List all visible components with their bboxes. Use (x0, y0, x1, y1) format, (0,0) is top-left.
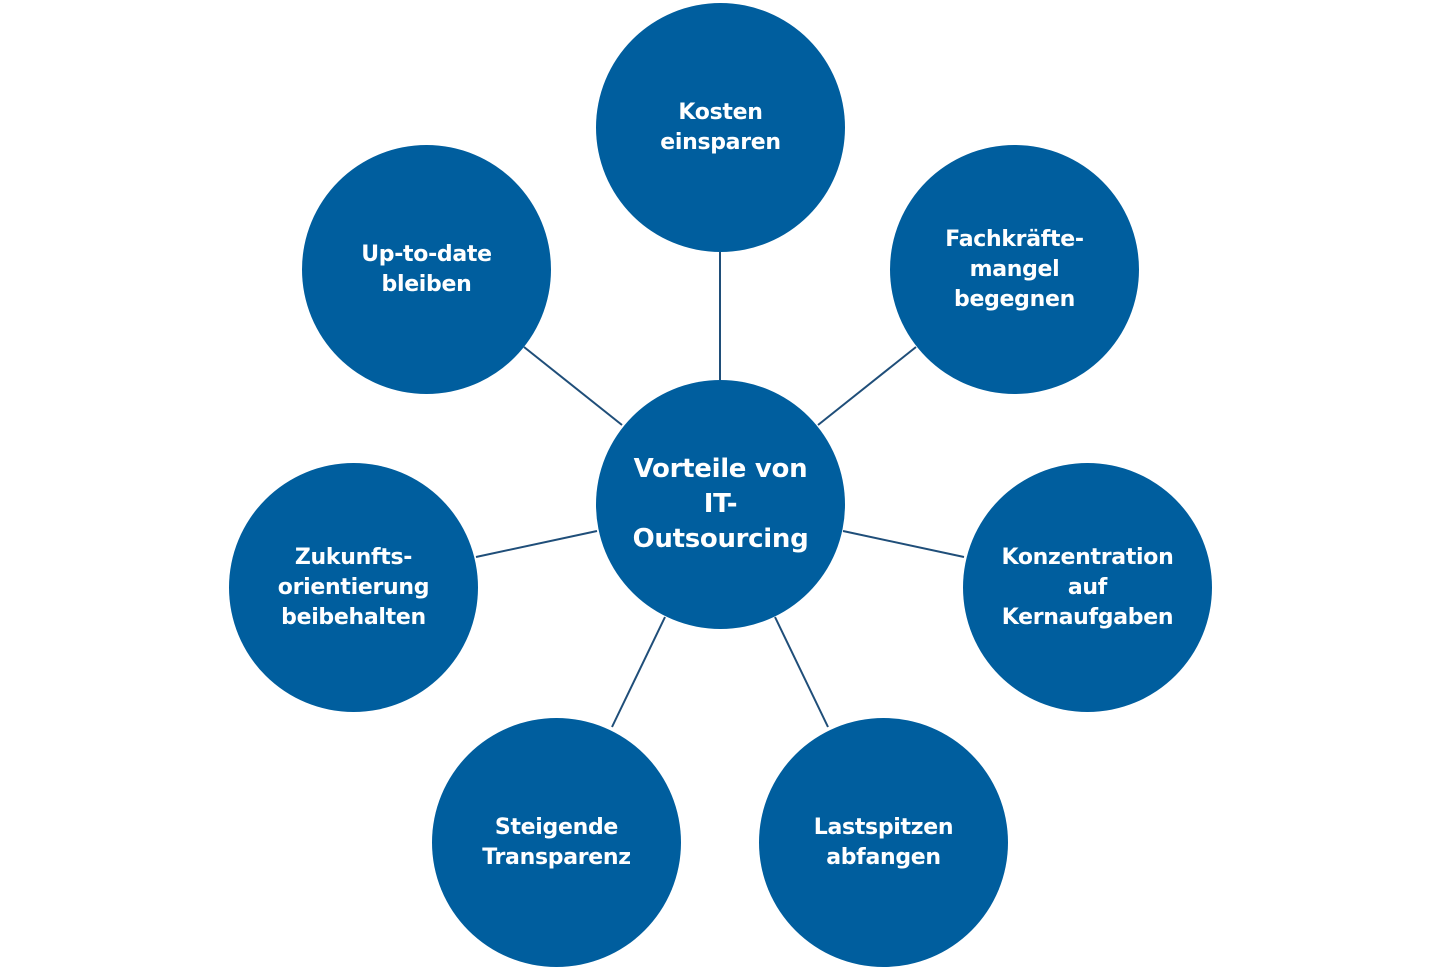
node-up-to-date: Up-to-date bleiben (302, 145, 551, 394)
link-fachkraefte (817, 346, 917, 426)
node-konzentration: Konzentration auf Kernaufgaben (963, 463, 1212, 712)
node-label: Fachkräfte- mangel begegnen (945, 226, 1084, 312)
node-lastspitzen: Lastspitzen abfangen (759, 718, 1008, 967)
node-transparenz: Steigende Transparenz (432, 718, 681, 967)
link-uptodate (523, 346, 623, 426)
node-fachkraeftemangel: Fachkräfte- mangel begegnen (890, 145, 1139, 394)
link-zukunft (475, 530, 598, 558)
node-label: Lastspitzen abfangen (813, 814, 954, 870)
node-label: Zukunfts- orientierung beibehalten (277, 544, 430, 630)
node-kosten-einsparen: Kosten einsparen (596, 3, 845, 252)
node-label: Kosten einsparen (660, 99, 781, 155)
node-zukunftsorientierung: Zukunfts- orientierung beibehalten (229, 463, 478, 712)
center-node: Vorteile von IT- Outsourcing (596, 380, 845, 629)
link-konzentration (842, 530, 965, 558)
node-label: Steigende Transparenz (482, 814, 631, 870)
link-lastspitzen (774, 616, 829, 728)
center-title: Vorteile von IT- Outsourcing (632, 454, 809, 554)
link-transparenz (611, 616, 666, 728)
node-label: Konzentration auf Kernaufgaben (1001, 544, 1174, 630)
node-label: Up-to-date bleiben (361, 241, 492, 297)
